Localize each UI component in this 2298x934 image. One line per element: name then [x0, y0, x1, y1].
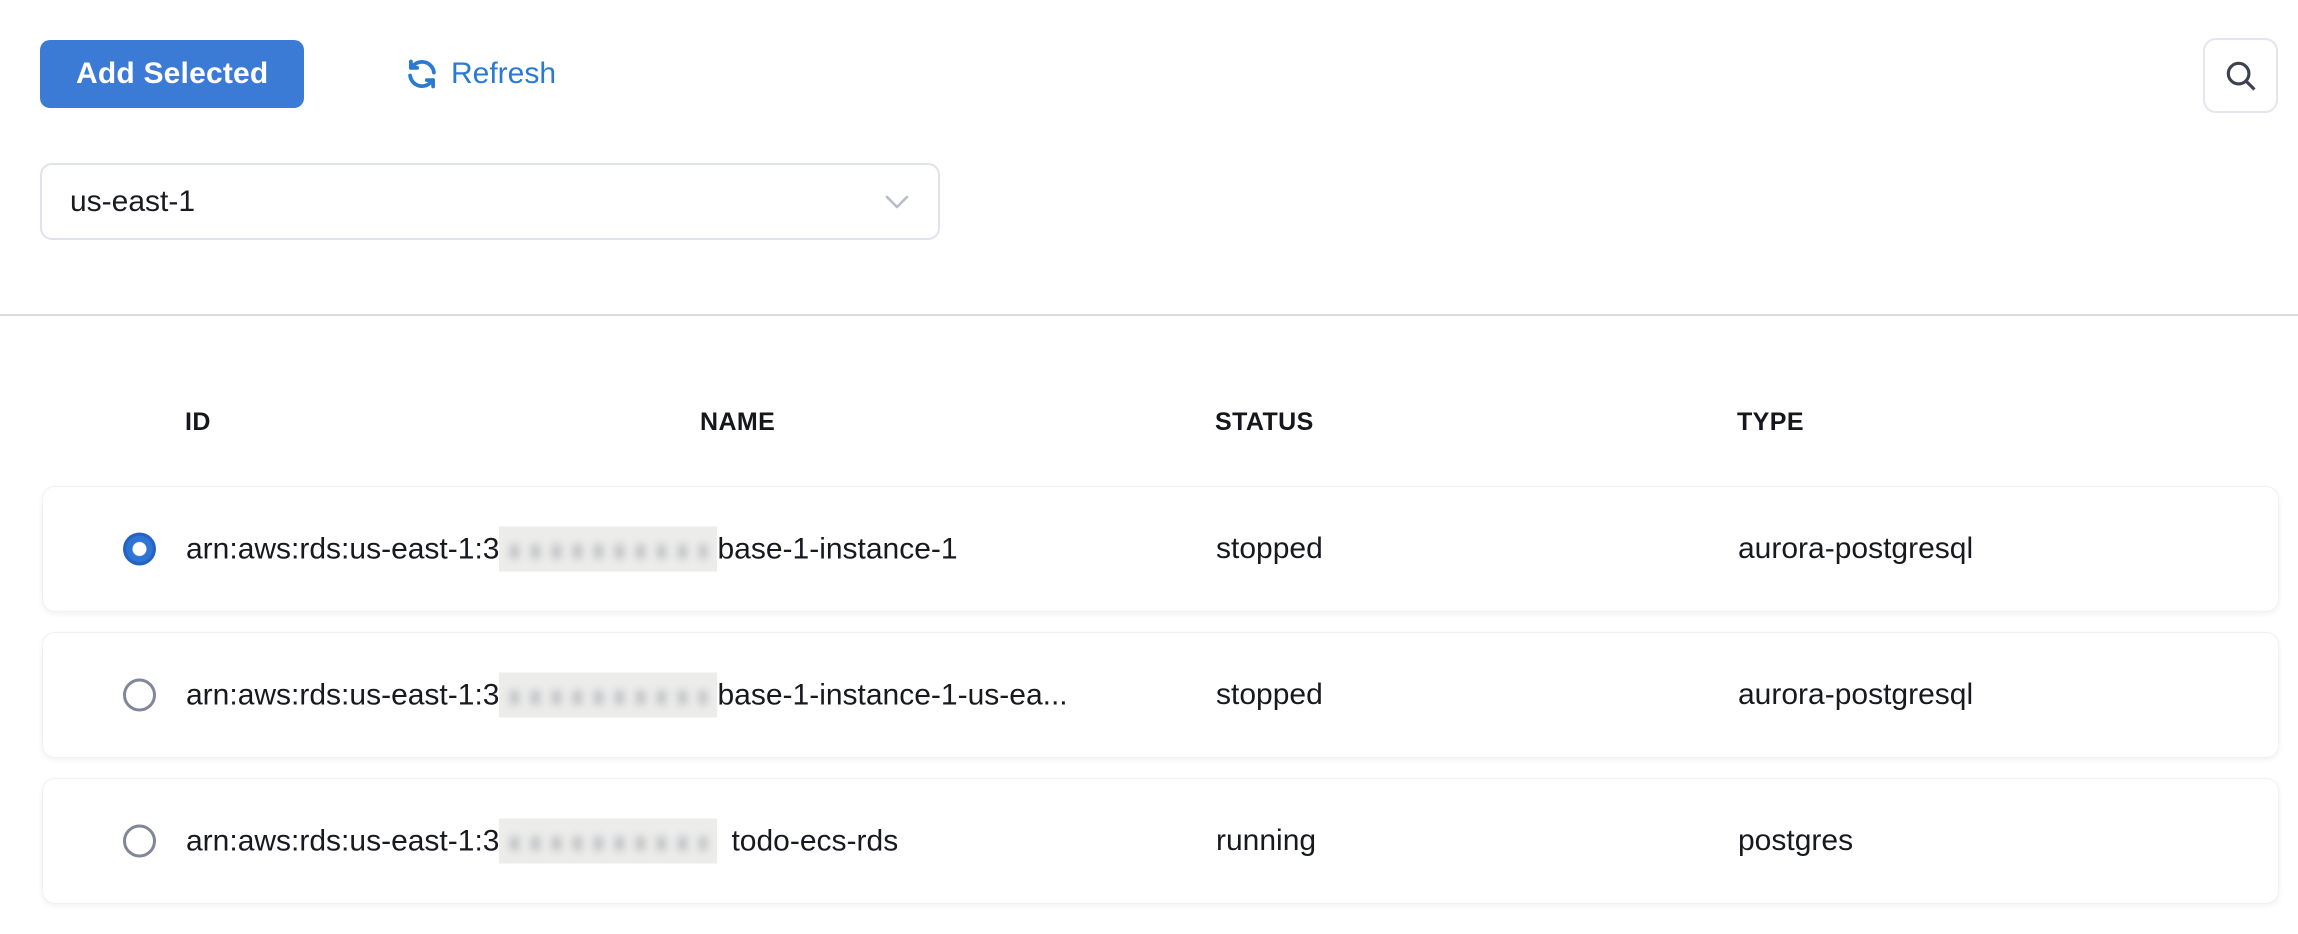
section-divider: [0, 314, 2298, 316]
redacted-id-segment: [499, 818, 718, 864]
radio-unselected[interactable]: [123, 824, 156, 858]
column-header-type: TYPE: [1737, 408, 1804, 436]
cell-id: arn:aws:rds:us-east-1:3 base-1-instance-1…: [186, 672, 1198, 718]
id-suffix: todo-ecs-rds: [731, 824, 899, 857]
cell-id: arn:aws:rds:us-east-1:3 todo-ecs-rds: [186, 818, 1198, 864]
cell-type: postgres: [1738, 824, 1854, 857]
table-row[interactable]: arn:aws:rds:us-east-1:3 base-1-instance-1…: [42, 632, 2279, 758]
region-select-value: us-east-1: [70, 184, 196, 218]
cell-type: aurora-postgresql: [1738, 678, 1974, 711]
id-prefix: arn:aws:rds:us-east-1:3: [186, 678, 500, 711]
add-selected-button[interactable]: Add Selected: [40, 40, 305, 108]
column-header-id: ID: [185, 408, 211, 436]
refresh-button[interactable]: Refresh: [404, 40, 556, 108]
table-row[interactable]: arn:aws:rds:us-east-1:3 todo-ecs-rds runn…: [42, 778, 2279, 904]
id-prefix: arn:aws:rds:us-east-1:3: [186, 532, 500, 565]
id-suffix: base-1-instance-1-us-ea...: [717, 678, 1068, 711]
radio-selected[interactable]: [123, 532, 156, 566]
column-header-name: NAME: [700, 408, 776, 436]
column-header-status: STATUS: [1215, 408, 1314, 436]
radio-unselected[interactable]: [123, 678, 156, 712]
cell-status: stopped: [1216, 532, 1323, 565]
id-suffix: base-1-instance-1: [717, 532, 958, 565]
cell-type: aurora-postgresql: [1738, 532, 1974, 565]
id-prefix: arn:aws:rds:us-east-1:3: [186, 824, 500, 857]
region-select[interactable]: us-east-1: [40, 163, 940, 240]
refresh-label: Refresh: [451, 57, 557, 90]
table-row[interactable]: arn:aws:rds:us-east-1:3 base-1-instance-1…: [42, 486, 2279, 612]
cell-status: stopped: [1216, 678, 1323, 711]
redacted-id-segment: [499, 526, 718, 572]
search-icon: [2222, 57, 2260, 95]
chevron-down-icon: [884, 194, 910, 210]
cell-status: running: [1216, 824, 1317, 857]
table-header: ID NAME STATUS TYPE: [0, 408, 2298, 448]
redacted-id-segment: [499, 672, 718, 718]
search-button[interactable]: [2203, 38, 2278, 113]
refresh-icon: [404, 56, 440, 92]
cell-id: arn:aws:rds:us-east-1:3 base-1-instance-1: [186, 526, 1198, 572]
